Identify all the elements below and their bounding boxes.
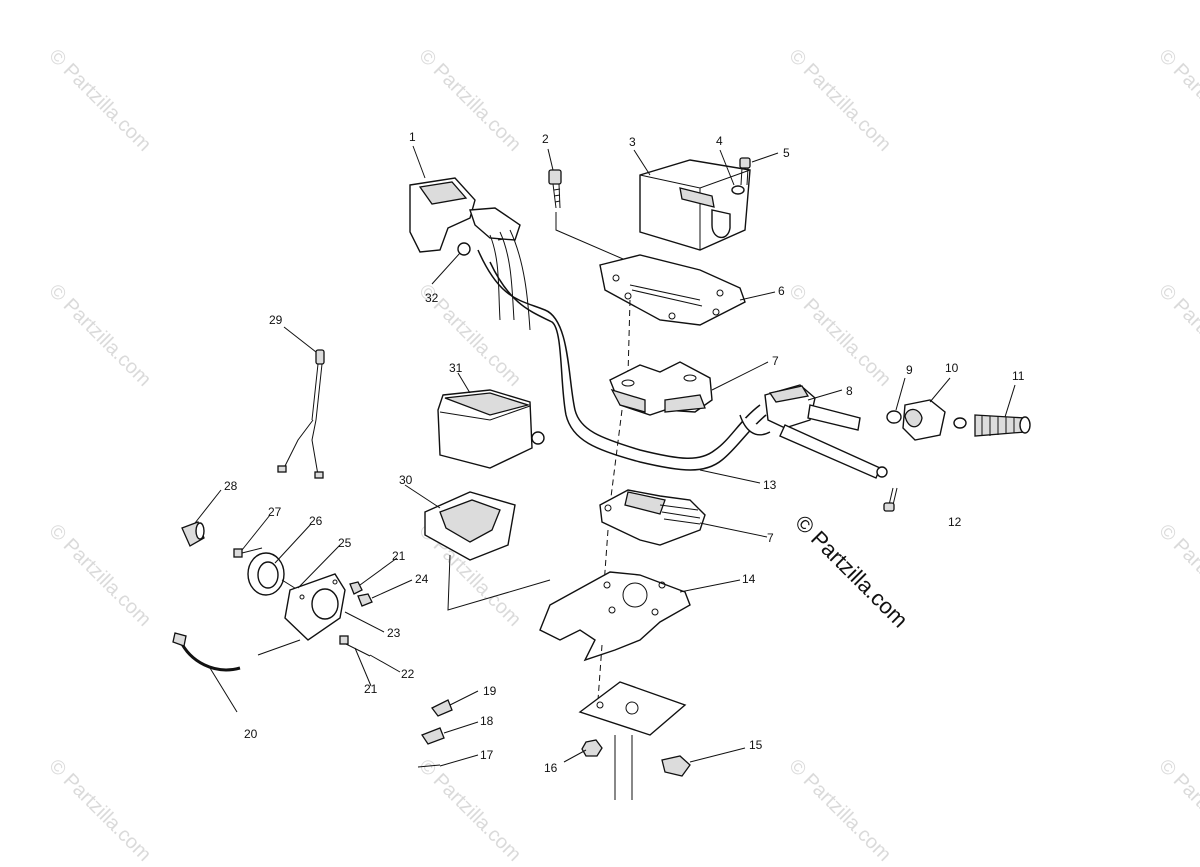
nut-24 [357, 593, 373, 607]
mounting-bracket [539, 571, 691, 662]
callout-7: 7 [772, 354, 779, 368]
speedometer [437, 389, 545, 469]
nut-16 [581, 739, 603, 757]
lower-clamp [599, 489, 706, 546]
screw-27 [233, 547, 263, 558]
clip-19 [431, 699, 453, 717]
callout-31: 31 [449, 361, 463, 375]
leader-line [447, 554, 551, 611]
sensor-harness [277, 349, 325, 479]
leader-lines [194, 145, 1016, 767]
speedometer-cable [172, 632, 241, 672]
callout-2: 2 [542, 132, 549, 146]
callout-9: 9 [906, 363, 913, 377]
upper-clamp [609, 361, 713, 416]
dashed-axis [597, 644, 603, 701]
screw-12 [883, 487, 898, 512]
master-cylinder-right [739, 384, 888, 479]
callout-21b: 21 [364, 682, 378, 696]
screw-5 [739, 157, 751, 186]
callout-3: 3 [629, 135, 636, 149]
speedometer-housing [424, 491, 516, 561]
callout-labels: 1 2 3 4 5 6 7 8 9 10 11 12 13 7 14 15 16… [224, 130, 1025, 775]
ring [953, 417, 967, 429]
handlebar-cover [639, 159, 751, 251]
dashed-axis [627, 299, 631, 376]
callout-1: 1 [409, 130, 416, 144]
callout-13: 13 [763, 478, 777, 492]
nut-21 [349, 581, 363, 595]
callout-18: 18 [480, 714, 494, 728]
callout-6: 6 [778, 284, 785, 298]
callout-23: 23 [387, 626, 401, 640]
callout-12: 12 [948, 515, 962, 529]
callout-26: 26 [309, 514, 323, 528]
callout-21: 21 [392, 549, 406, 563]
callout-16: 16 [544, 761, 558, 775]
callout-20: 20 [244, 727, 258, 741]
callout-22: 22 [401, 667, 415, 681]
pin-17 [417, 764, 441, 768]
callout-17: 17 [480, 748, 494, 762]
callout-30: 30 [399, 473, 413, 487]
callout-11: 11 [1012, 369, 1025, 383]
sensor-body [284, 573, 346, 641]
callout-28: 28 [224, 479, 238, 493]
steering-post [578, 681, 687, 800]
rod [257, 639, 301, 656]
screw-22 [339, 635, 371, 657]
washer-32 [457, 242, 471, 256]
callout-7b: 7 [767, 531, 774, 545]
grip-11 [974, 414, 1031, 437]
gasket-26 [247, 552, 285, 596]
callout-25: 25 [338, 536, 352, 550]
spacer-28 [181, 521, 205, 547]
callout-29: 29 [269, 313, 283, 327]
callout-24: 24 [415, 572, 429, 586]
callout-15: 15 [749, 738, 763, 752]
callout-4: 4 [716, 134, 723, 148]
callout-10: 10 [945, 361, 959, 375]
throttle-housing-10 [902, 399, 946, 441]
callout-27: 27 [268, 505, 282, 519]
dashed-axis [609, 409, 623, 506]
bolt-2 [548, 169, 562, 209]
callout-32: 32 [425, 291, 439, 305]
callout-14: 14 [742, 572, 756, 586]
callout-19: 19 [483, 684, 497, 698]
master-cylinder-left [409, 177, 531, 331]
clamp-plate [599, 254, 746, 326]
clip-18 [421, 727, 445, 745]
ring-9 [886, 410, 902, 424]
washer-4 [731, 185, 745, 195]
callout-5: 5 [783, 146, 790, 160]
callout-8: 8 [846, 384, 853, 398]
clip-15 [661, 755, 691, 777]
